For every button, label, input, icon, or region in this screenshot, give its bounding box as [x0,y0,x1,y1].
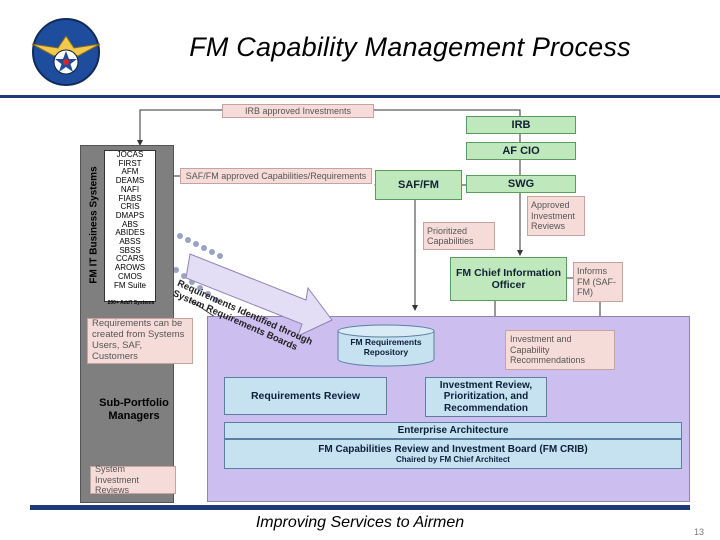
list-item: FM Suite [113,280,146,290]
repository-label: FM Requirements Repository [350,337,422,357]
irb-approved-label: IRB approved Investments [222,104,374,118]
investment-review-box: Investment Review, Prioritization, and R… [425,377,547,417]
list-item: CRIS [120,202,140,212]
system-investment-reviews-note: System Investment Reviews [90,464,176,495]
list-item: FIABS [118,193,142,203]
investment-recommendations-label: Investment and Capability Recommendation… [505,330,615,370]
page-number: 13 [694,527,705,537]
list-item: DMAPS [115,210,145,220]
fm-cio-box: FM Chief Information Officer [450,257,567,301]
list-item: CCARS [115,254,144,264]
list-item: ABS [121,219,138,229]
requirements-identified-arrow: Requirements Identified through System R… [171,250,333,353]
list-item: SBSS [119,245,141,255]
enterprise-architecture-box: Enterprise Architecture [224,422,682,439]
list-item: DEAMS [115,176,145,186]
systems-heading: FM IT Business Systems [88,166,100,284]
footer-divider [30,505,690,510]
list-item: AFM [121,167,139,177]
list-item: AROWS [114,263,146,273]
approved-investment-reviews-label: Approved Investment Reviews [527,196,585,236]
additional-systems-label: 200+ Add'l Systems [107,300,155,306]
list-item: ABSS [119,237,141,247]
af-cio-box: AF CIO [466,142,576,160]
sub-portfolio-managers-label: Sub-Portfolio Managers [99,397,169,422]
list-item: CMOS [118,271,142,281]
requirements-repository: FM Requirements Repository [336,323,436,367]
air-force-logo-icon [28,14,104,90]
list-item: FIRST [118,158,142,168]
safm-approved-label: SAF/FM approved Capabilities/Requirement… [180,168,372,184]
systems-list: JOCAS FIRST AFM DEAMS NAFI FIABS CRIS DM… [104,150,156,302]
swg-box: SWG [466,175,576,193]
list-item: ABIDES [115,228,145,238]
requirements-created-note: Requirements can be created from Systems… [87,318,193,364]
informs-fm-label: Informs FM (SAF-FM) [573,262,623,302]
requirements-review-box: Requirements Review [224,377,387,415]
crib-chair: Chaired by FM Chief Architect [396,455,510,465]
prioritized-capabilities-label: Prioritized Capabilities [423,222,495,250]
list-item: JOCAS [116,150,144,159]
crib-title: FM Capabilities Review and Investment Bo… [318,443,588,455]
fm-crib-box: FM Capabilities Review and Investment Bo… [224,439,682,469]
list-item: NAFI [120,184,140,194]
title-divider [0,95,720,98]
irb-box: IRB [466,116,576,134]
saf-fm-box: SAF/FM [375,170,462,200]
footer-tagline: Improving Services to Airmen [255,514,465,531]
page-title: FM Capability Management Process [189,32,631,62]
